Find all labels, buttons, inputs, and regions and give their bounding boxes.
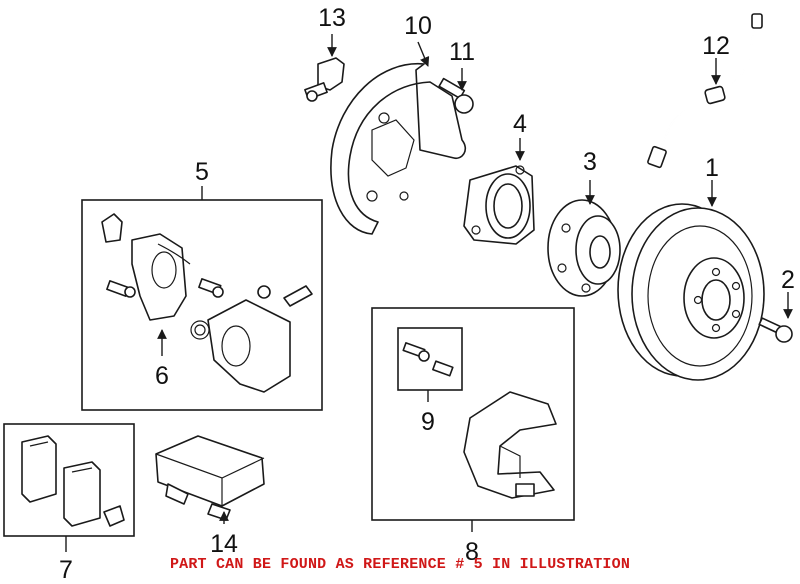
callout-2: 2 <box>781 266 795 294</box>
callout-14: 14 <box>210 530 238 558</box>
brake-pads-box <box>3 423 135 537</box>
callout-11: 11 <box>449 38 475 66</box>
callout-10: 10 <box>404 12 432 40</box>
dust-shield-part <box>330 63 467 235</box>
brake-rotor-part <box>617 203 765 381</box>
reference-note: PART CAN BE FOUND AS REFERENCE # 5 IN IL… <box>169 556 631 573</box>
caliper-part <box>101 213 313 393</box>
brake-hose-part <box>647 13 763 169</box>
wheel-bearing-part <box>463 165 535 245</box>
callout-8: 8 <box>465 538 479 566</box>
callout-12: 12 <box>702 32 730 60</box>
carrier-bracket-part <box>463 391 557 499</box>
wheel-hub-part <box>547 199 621 297</box>
callout-6: 6 <box>155 362 169 390</box>
brake-pads-part <box>21 435 125 527</box>
rotor-screw-part <box>758 317 793 343</box>
callout-5: 5 <box>195 158 209 186</box>
guide-pin-box <box>397 327 463 391</box>
bolt-11-part <box>438 77 474 114</box>
guide-pins-part <box>402 342 454 377</box>
abs-sensor-part <box>304 57 345 102</box>
control-module-part <box>155 435 265 521</box>
callout-7: 7 <box>59 556 73 584</box>
callout-3: 3 <box>583 148 597 176</box>
callout-13: 13 <box>318 4 346 32</box>
bracket-box <box>371 307 575 521</box>
callout-9: 9 <box>421 408 435 436</box>
callout-4: 4 <box>513 110 527 138</box>
callout-1: 1 <box>705 154 719 182</box>
